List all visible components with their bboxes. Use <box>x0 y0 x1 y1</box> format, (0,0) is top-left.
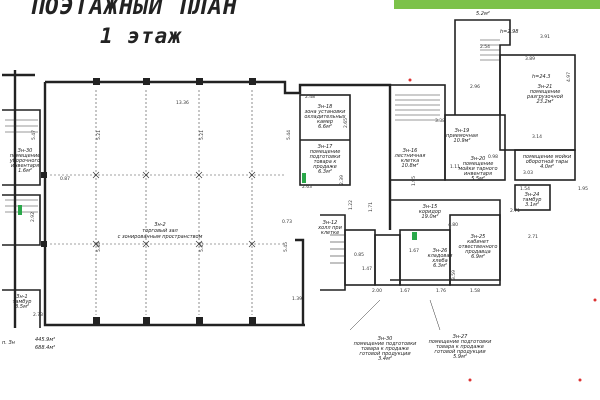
dim-d33: 1.58 <box>470 288 480 294</box>
dim-d7: 2.92 <box>30 212 36 222</box>
dim-d34: 0.85 <box>354 252 364 258</box>
dim-d36: 2.73 <box>33 312 43 318</box>
header-banner <box>394 0 600 9</box>
dim-d29: 1.54 <box>520 186 530 192</box>
dim-d32: 1.76 <box>436 288 446 294</box>
dim-d1: 13.36 <box>176 100 189 106</box>
dim-d24: 4.80 <box>448 222 458 228</box>
dim-d20: 3.38 <box>435 118 445 124</box>
dim-d27: 1.95 <box>578 186 588 192</box>
dim-d10: 5.45 <box>283 242 289 252</box>
dim-d12: 2.48 <box>305 94 315 100</box>
axis-grid <box>50 90 285 315</box>
dim-d21: 2.96 <box>470 84 480 90</box>
markers <box>18 78 597 382</box>
r3n21-area: h=24.3 <box>532 74 551 80</box>
cross-marks <box>92 171 256 248</box>
dim-d38: 3.14 <box>532 134 542 140</box>
stair-area: h=2.98 <box>500 29 519 35</box>
dim-d23: 1.71 <box>368 202 374 212</box>
dim-d5: 5.44 <box>286 130 292 140</box>
columns <box>41 78 256 324</box>
dim-d40: 0.73 <box>282 219 292 225</box>
dim-d6: 0.87 <box>60 176 70 182</box>
dim-d2: 5.47 <box>31 130 37 140</box>
dim-d17: 3.89 <box>525 56 535 62</box>
dim-d14: 2.63 <box>302 184 312 190</box>
dim-d42: 1.11 <box>450 164 460 170</box>
dim-d15: 2.39 <box>339 175 345 185</box>
dim-d37: 1.95 <box>411 176 417 186</box>
dim-d8: 5.45 <box>96 242 102 252</box>
top-area: 5.2м² <box>476 11 490 17</box>
dim-d31: 1.67 <box>400 288 410 294</box>
dim-d19: 2.54 <box>480 44 490 50</box>
dim-d9: 5.45 <box>199 242 205 252</box>
dim-d30: 2.00 <box>372 288 382 294</box>
leader-lines <box>349 299 441 331</box>
dim-d35: 1.47 <box>362 266 372 272</box>
dim-d18: 4.97 <box>566 72 572 82</box>
dim-d26: 2.71 <box>528 234 538 240</box>
dim-d4: 5.21 <box>199 130 205 140</box>
dim-d22: 1.22 <box>348 200 354 210</box>
dim-d25: 2.71 <box>510 208 520 214</box>
plan-subtitle: 1 этаж <box>100 24 182 48</box>
dim-d39: 1.67 <box>409 248 419 254</box>
plan-title: ПОЭТАЖНЫЙ ПЛАН <box>30 0 238 20</box>
dim-d16: 3.91 <box>540 34 550 40</box>
dim-d28: 3.03 <box>523 170 533 176</box>
interior-walls <box>2 19 576 328</box>
dim-d41: 3.59 <box>451 270 457 280</box>
dim-d11: 1.39 <box>292 296 302 302</box>
totals-prefix: п. Зн <box>2 340 16 346</box>
dim-d3: 5.21 <box>96 130 102 140</box>
dim-d43: 0.98 <box>488 154 498 160</box>
dim-d13: 2.65 <box>343 118 349 128</box>
